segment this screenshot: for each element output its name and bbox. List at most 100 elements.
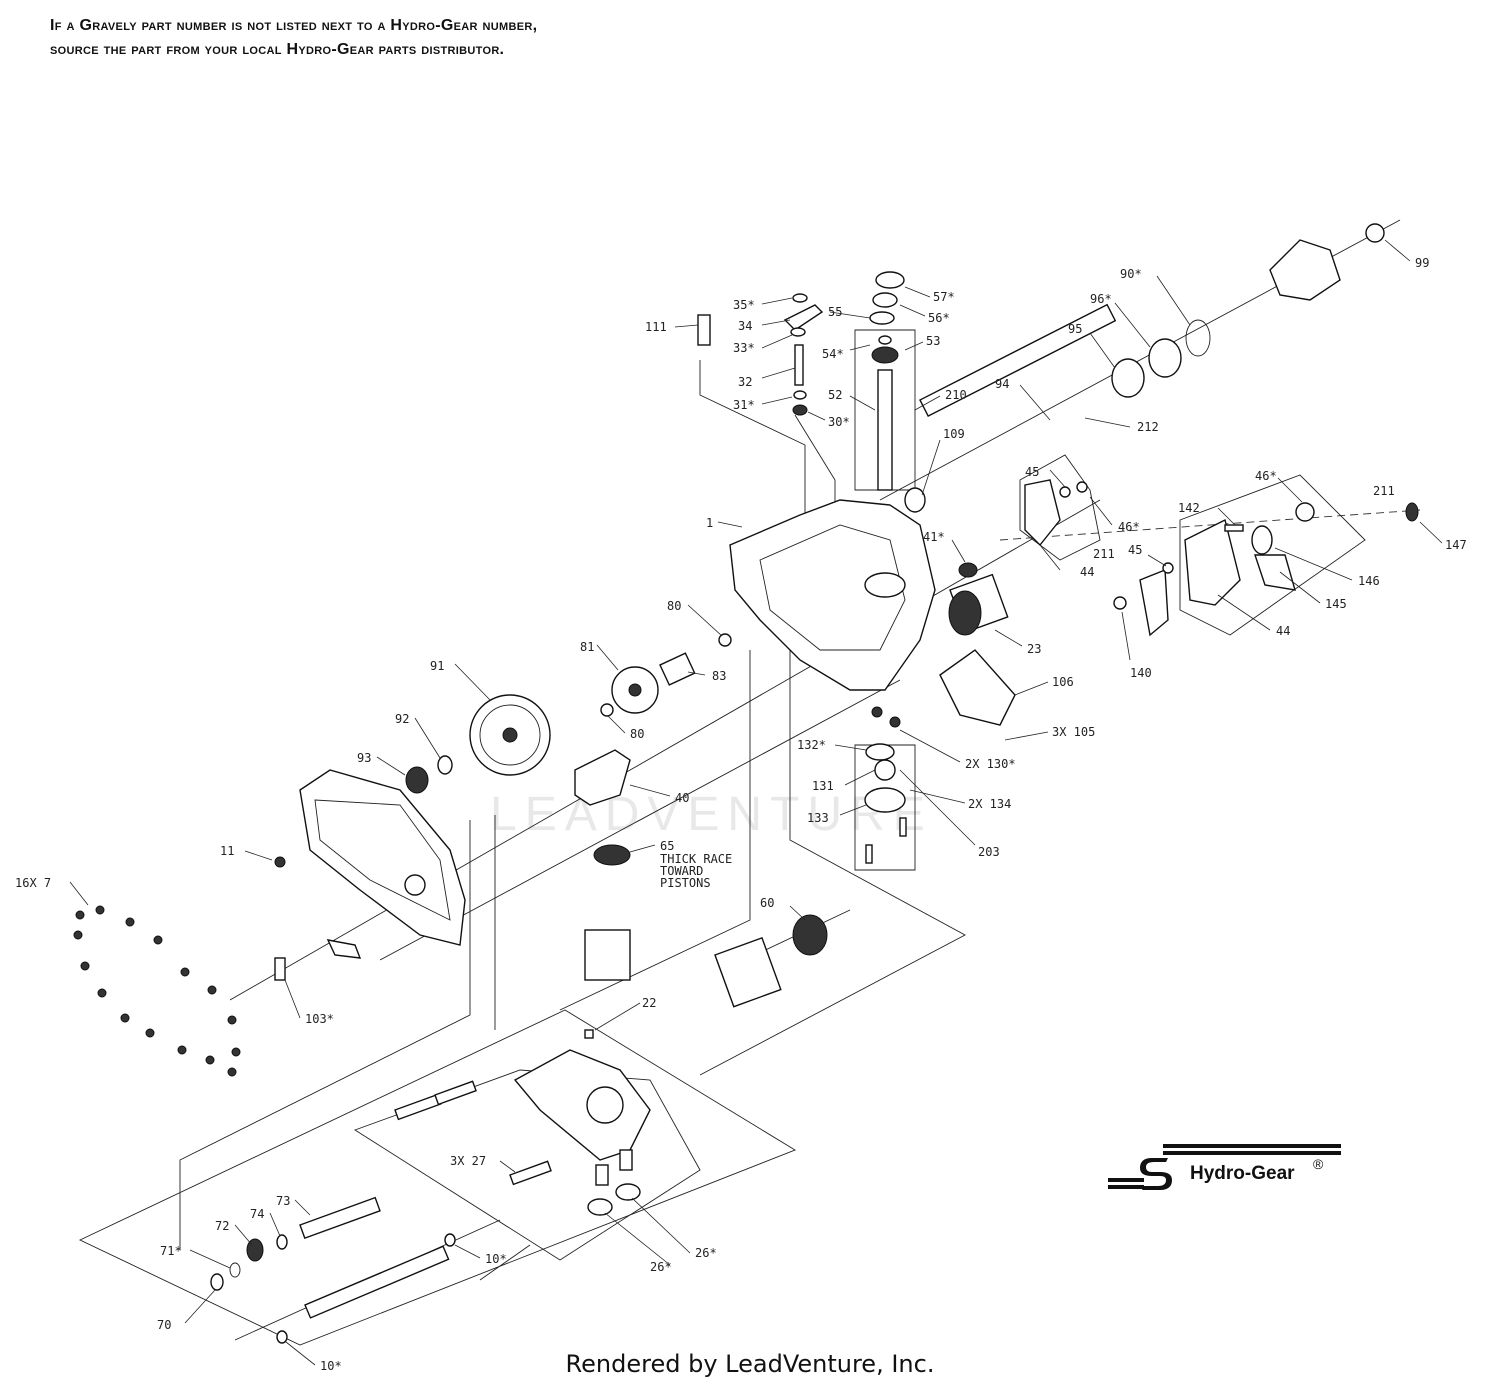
part-83-pinion bbox=[659, 652, 696, 686]
callout-10a: 10* bbox=[485, 1252, 507, 1266]
callout-34: 34 bbox=[738, 319, 752, 333]
callout-132: 132* bbox=[797, 738, 826, 752]
callout-80b: 80 bbox=[630, 727, 644, 741]
part-center-section bbox=[513, 1049, 651, 1161]
callout-40: 40 bbox=[675, 791, 689, 805]
callout-45b: 45 bbox=[1128, 543, 1142, 557]
part-45-washer bbox=[1059, 486, 1071, 498]
part-55-washer bbox=[869, 311, 895, 325]
part-cylinder-block-a bbox=[584, 929, 631, 981]
callout-111: 111 bbox=[645, 320, 667, 334]
callout-26a: 26* bbox=[695, 1246, 717, 1260]
part-80-washer-b bbox=[600, 703, 614, 717]
part-146 bbox=[1251, 525, 1273, 555]
part-60-bearing bbox=[792, 914, 828, 956]
callout-106: 106 bbox=[1052, 675, 1074, 689]
callout-203: 203 bbox=[978, 845, 1000, 859]
part-32-pin bbox=[794, 344, 804, 386]
callout-131: 131 bbox=[812, 779, 834, 793]
part-56-seal bbox=[872, 292, 898, 308]
callout-53: 53 bbox=[926, 334, 940, 348]
callout-27: 3X 27 bbox=[450, 1154, 486, 1168]
callout-70: 70 bbox=[157, 1318, 171, 1332]
part-106-guard bbox=[939, 649, 1016, 726]
part-140-washer bbox=[1113, 596, 1127, 610]
leader-lines bbox=[69, 239, 1443, 1366]
part-111-vent bbox=[697, 314, 711, 346]
part-90-ring bbox=[1185, 319, 1211, 357]
callout-95: 95 bbox=[1068, 322, 1082, 336]
callout-56: 56* bbox=[928, 311, 950, 325]
callout-52: 52 bbox=[828, 388, 842, 402]
leader-frame-line bbox=[699, 360, 806, 520]
part-11-plug bbox=[274, 856, 286, 868]
part-74-washer bbox=[276, 1234, 288, 1250]
watermark-text: LEADVENTURE bbox=[490, 788, 933, 841]
rendered-by-footer: Rendered by LeadVenture, Inc. bbox=[565, 1350, 935, 1378]
axis-line bbox=[229, 499, 1101, 1001]
part-99-nut bbox=[1365, 223, 1385, 243]
leader-frame-line bbox=[179, 820, 471, 1250]
callout-44b: 44 bbox=[1276, 624, 1290, 638]
callout-145: 145 bbox=[1325, 597, 1347, 611]
part-34-arm bbox=[783, 304, 824, 331]
part-45b-washer bbox=[1162, 562, 1174, 574]
callout-22: 22 bbox=[642, 996, 656, 1010]
gear-inner-ring bbox=[479, 704, 541, 766]
callout-10b: 10* bbox=[320, 1359, 342, 1373]
part-bolt bbox=[394, 1093, 442, 1121]
group-frame-211a bbox=[1019, 454, 1101, 561]
callout-212: 212 bbox=[1137, 420, 1159, 434]
registered-mark: ® bbox=[1313, 1156, 1324, 1172]
part-33 bbox=[790, 327, 806, 337]
part-23-filter-face bbox=[948, 590, 982, 636]
housing-detail bbox=[759, 524, 906, 651]
callout-81: 81 bbox=[580, 640, 594, 654]
callout-109: 109 bbox=[943, 427, 965, 441]
part-130-a bbox=[871, 706, 883, 718]
gear-hub bbox=[628, 683, 642, 697]
group-frame-211b bbox=[1179, 474, 1366, 636]
part-134-bolt bbox=[865, 844, 873, 864]
part-output-shaft bbox=[304, 1245, 450, 1319]
part-7-bolts bbox=[73, 905, 241, 1077]
part-132-oring bbox=[865, 743, 895, 761]
part-71-ring bbox=[229, 1262, 241, 1278]
part-54-ring bbox=[878, 335, 892, 345]
callout-1: 1 bbox=[706, 516, 713, 530]
axis-line bbox=[999, 509, 1421, 541]
callout-211a: 211 bbox=[1093, 547, 1115, 561]
part-53-bearing bbox=[871, 346, 899, 364]
callout-65: 65 bbox=[660, 839, 674, 853]
callout-130: 2X 130* bbox=[965, 757, 1016, 771]
part-73-shaft bbox=[299, 1196, 381, 1240]
part-133-pump-cover bbox=[864, 787, 906, 813]
callout-103: 103* bbox=[305, 1012, 334, 1026]
part-65-thrust-bearing bbox=[593, 844, 631, 866]
callout-94: 94 bbox=[995, 377, 1009, 391]
callout-30: 30* bbox=[828, 415, 850, 429]
part-bolt bbox=[434, 1080, 477, 1106]
part-40-swashplate bbox=[574, 749, 631, 806]
gear-hub bbox=[502, 727, 518, 743]
callout-91: 91 bbox=[430, 659, 444, 673]
part-41-seal bbox=[958, 562, 978, 578]
callout-146: 146 bbox=[1358, 574, 1380, 588]
part-44-brake-arm-a bbox=[1024, 479, 1061, 547]
callout-60: 60 bbox=[760, 896, 774, 910]
part-46-bolt bbox=[1295, 502, 1315, 522]
callout-45a: 45 bbox=[1025, 465, 1039, 479]
part-44-brake-arm-b bbox=[1184, 518, 1241, 606]
part-31 bbox=[793, 390, 807, 400]
part-92 bbox=[437, 755, 453, 775]
part-96-bearing bbox=[1148, 338, 1182, 378]
callout-31: 31* bbox=[733, 398, 755, 412]
callout-80a: 80 bbox=[667, 599, 681, 613]
axis-line bbox=[479, 1244, 531, 1281]
callout-105: 3X 105 bbox=[1052, 725, 1095, 739]
callout-99: 99 bbox=[1415, 256, 1429, 270]
part-46-nut bbox=[1076, 481, 1088, 493]
callout-96: 96* bbox=[1090, 292, 1112, 306]
